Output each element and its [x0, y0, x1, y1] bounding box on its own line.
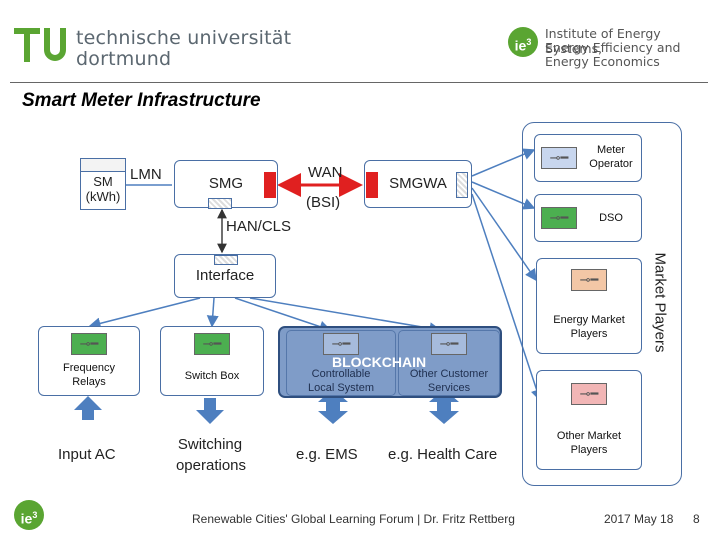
key-icon: ⊸━	[194, 333, 230, 355]
blockchain-label: BLOCKCHAIN	[332, 354, 427, 370]
key-icon: ⊸━	[571, 383, 607, 405]
frequency-relays-box: ⊸━ Frequency Relays	[38, 326, 140, 396]
blockchain-block: ⊸━ Controllable Local System ⊸━ Other Cu…	[278, 326, 502, 398]
smg-connector	[264, 172, 276, 198]
han-cls-label: HAN/CLS	[226, 218, 292, 235]
smgwa-port	[456, 172, 468, 198]
wan-label: WAN	[308, 164, 343, 181]
university-name: technische universität	[76, 27, 292, 49]
smgwa-box: SMGWA	[364, 160, 472, 208]
tu-logo	[12, 22, 72, 66]
footer-event: Renewable Cities' Global Learning Forum …	[192, 512, 515, 526]
controllable-local-system-box: ⊸━ Controllable Local System	[286, 330, 396, 396]
meter-operator-box: ⊸━ Meter Operator	[534, 134, 642, 182]
health-care-label: e.g. Health Care	[388, 446, 498, 463]
smgwa-label: SMGWA	[389, 175, 447, 192]
sm-kwh-label: (kWh)	[85, 189, 121, 204]
institute-line-1: Institute of Energy Systems,	[545, 26, 661, 56]
key-icon: ⊸━	[571, 269, 607, 291]
switching-arrow	[196, 398, 224, 424]
switch-box: ⊸━ Switch Box	[160, 326, 264, 396]
key-icon: ⊸━	[431, 333, 467, 355]
input-ac-label: Input AC	[58, 446, 116, 463]
bsi-label: (BSI)	[306, 194, 341, 211]
interface-port	[214, 255, 238, 265]
interface-label: Interface	[195, 267, 255, 284]
ie3-logo: ie3	[508, 27, 538, 57]
ems-label: e.g. EMS	[296, 446, 358, 463]
university-city: dortmund	[76, 48, 172, 70]
sm-label: SM	[93, 174, 113, 189]
switching-label-2: operations	[175, 457, 247, 474]
smg-label: SMG	[208, 175, 244, 192]
institute-line-2: Energy Efficiency and	[545, 40, 681, 55]
dso-box: ⊸━ DSO	[534, 194, 642, 242]
market-players-title: Market Players	[651, 251, 669, 353]
key-icon: ⊸━	[541, 207, 577, 229]
smg-port	[208, 198, 232, 209]
switching-label-1: Switching	[177, 436, 243, 453]
header-divider	[10, 82, 708, 83]
smgwa-connector	[366, 172, 378, 198]
key-icon: ⊸━	[323, 333, 359, 355]
other-market-players-box: ⊸━ Other Market Players	[536, 370, 642, 470]
footer-page-number: 8	[693, 512, 700, 526]
key-icon: ⊸━	[71, 333, 107, 355]
footer-ie3-logo: ie3	[14, 500, 44, 530]
slide-title: Smart Meter Infrastructure	[22, 90, 261, 111]
other-customer-services-box: ⊸━ Other Customer Services	[398, 330, 500, 396]
market-players-panel	[522, 122, 682, 486]
input-ac-arrow	[74, 396, 102, 420]
energy-market-players-box: ⊸━ Energy Market Players	[536, 258, 642, 354]
institute-line-3: Energy Economics	[545, 54, 660, 69]
key-icon: ⊸━	[541, 147, 577, 169]
footer-date: 2017 May 18	[604, 512, 674, 526]
lmn-label: LMN	[130, 166, 162, 183]
smart-meter-box: SM (kWh)	[80, 158, 126, 210]
